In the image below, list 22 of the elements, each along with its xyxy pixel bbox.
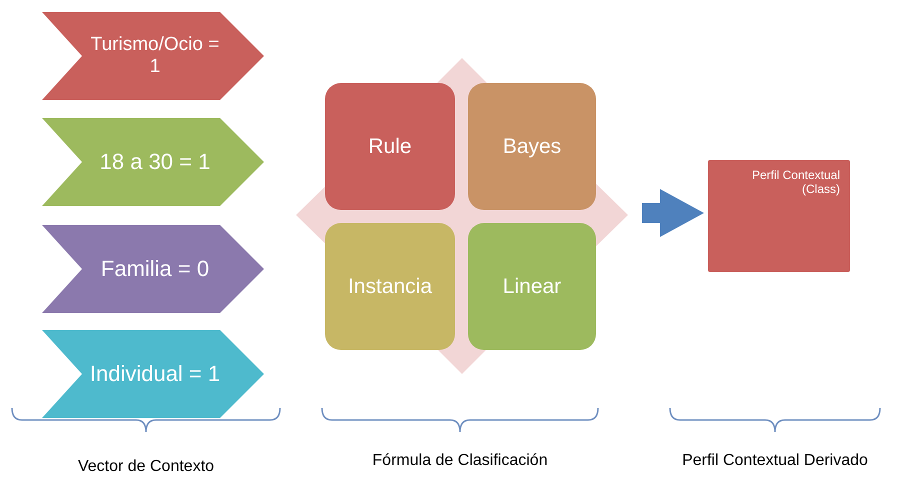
chevron-shape bbox=[42, 330, 264, 418]
node-text: 18 a 30 = 1 bbox=[100, 149, 210, 175]
node-text: Individual = 1 bbox=[90, 361, 220, 387]
rounded-box bbox=[325, 223, 455, 350]
node-text: Linear bbox=[502, 274, 562, 298]
node-text: Instancia bbox=[348, 274, 432, 298]
node-text: Rule bbox=[368, 134, 412, 158]
process-box bbox=[708, 160, 850, 272]
chevron-shape bbox=[42, 118, 264, 206]
rounded-box bbox=[468, 223, 596, 350]
chevron-shape bbox=[42, 12, 264, 100]
node-text: Perfil Contextual (Class) bbox=[750, 168, 840, 196]
block-arrow bbox=[642, 189, 704, 237]
chevron-shape bbox=[42, 225, 264, 313]
section-label: Perfil Contextual Derivado bbox=[681, 452, 869, 470]
node-text: Turismo/Ocio = 1 bbox=[90, 34, 220, 78]
section-label: Vector de Contexto bbox=[76, 458, 216, 476]
rounded-box bbox=[468, 83, 596, 210]
section-label: Fórmula de Clasificación bbox=[371, 452, 549, 470]
rounded-box bbox=[325, 83, 455, 210]
node-text: Bayes bbox=[502, 134, 562, 158]
node-text: Familia = 0 bbox=[100, 256, 210, 282]
